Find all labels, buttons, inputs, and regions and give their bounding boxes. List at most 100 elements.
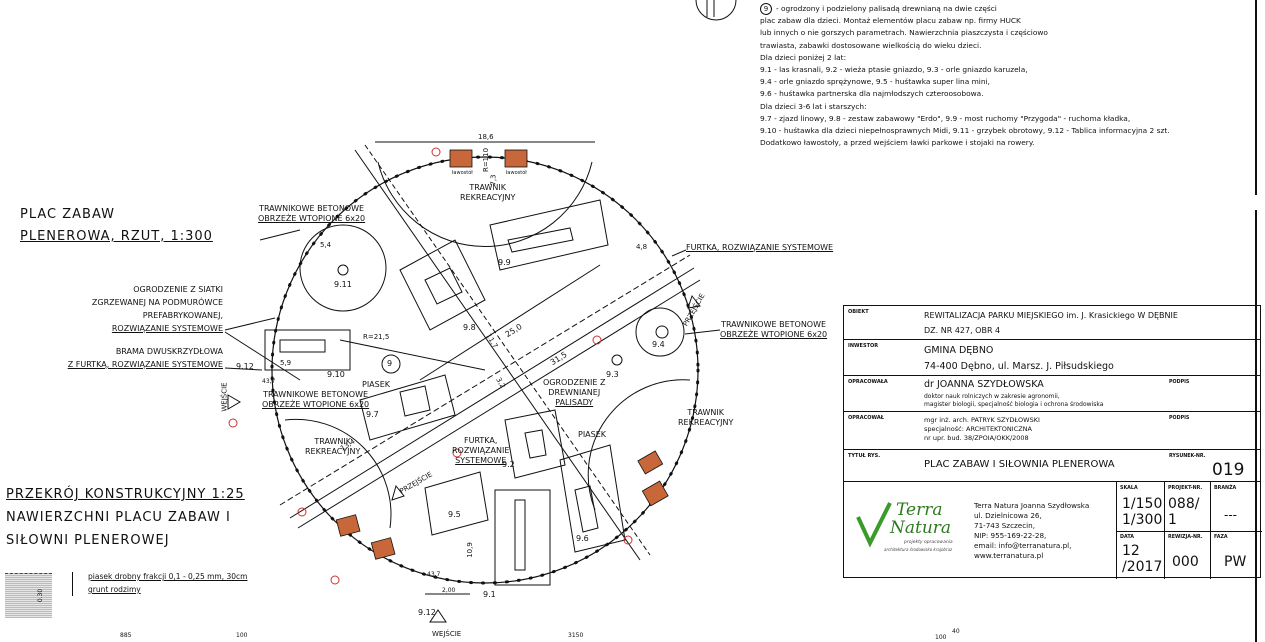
top-lawn-arc <box>377 161 593 247</box>
logo-text-3: projekty opracowania <box>904 540 953 545</box>
dim-r21-5: R=21,5 <box>363 333 390 341</box>
bench-3 <box>335 514 361 537</box>
right-lawn-arc <box>587 379 691 511</box>
tb-drawing-key: TYTUŁ RYS. <box>848 453 881 459</box>
wicket-center-1: FURTKA, <box>463 436 498 445</box>
path-line-2 <box>297 279 701 529</box>
tb-vline-1 <box>1116 482 1117 579</box>
sand-label-2: PIASEK <box>578 430 607 439</box>
tb-date-key: DATA <box>1120 535 1134 540</box>
entrance-center <box>391 484 405 501</box>
gate-label-1: BRAMA DWUSKRZYDŁOWA <box>115 347 223 356</box>
description-note: 9- ogrodzony i podzielony palisadą drewn… <box>760 3 1260 149</box>
zone-9-1-inner <box>514 499 526 571</box>
plan-title-2: PLENEROWA, RZUT, 1:300 <box>20 229 213 244</box>
tb-drawing-title: PLAC ZABAW I SIŁOWNIA PLENEROWA <box>924 459 1115 470</box>
zone-9-9-inner <box>507 227 574 253</box>
item-9-4: 9.4 <box>652 340 665 349</box>
tb-date-2: /2017 <box>1122 559 1163 575</box>
curb-top-label: TRAWNIKOWE BETONOWE OBRZEŻE WTOPIONE 6x2… <box>258 204 365 224</box>
item-9-11-dot <box>337 264 349 276</box>
leader-curb-top <box>259 229 301 241</box>
bench-label-2: ławostół <box>506 170 527 176</box>
bottom-dim-5: 40 <box>952 628 960 635</box>
company-3: 71-743 Szczecin, <box>974 521 1036 530</box>
fence-label-2: ZGRZEWANEJ NA PODMURÓWCE <box>91 298 223 307</box>
palisade-line-2 <box>364 144 651 556</box>
tb-phase: PW <box>1224 554 1247 570</box>
section-leader <box>72 572 73 596</box>
curb-right-1: TRAWNIKOWE BETONOWE <box>721 320 827 329</box>
leader-curb-right <box>684 329 721 335</box>
item-9-2: 9.2 <box>502 460 515 469</box>
logo-text-1: Terra <box>896 500 943 520</box>
note-line-11: Dodatkowo ławostoły, a przed wejściem ła… <box>760 138 1035 148</box>
zone-9-5 <box>424 471 489 536</box>
wicket-center-2: ROZWIĄZANIE <box>452 446 510 455</box>
dim-line-gate-lbl <box>224 367 263 371</box>
palisade-2: DREWNIANEJ <box>548 388 601 397</box>
tb-sign-1: PODPIS <box>1169 380 1190 385</box>
frame-line-bottom-right <box>1255 210 1257 642</box>
item-9-12-left: 9.12 <box>236 362 254 371</box>
tb-branch-key: BRANŻA <box>1214 486 1237 491</box>
lawn-left-2: REKREACYJNY <box>305 447 361 456</box>
bench-6 <box>637 450 664 475</box>
section-layer-2: grunt rodzimy <box>88 585 141 594</box>
tb-coop-3: nr upr. bud. 38/ZPOIA/OKK/2008 <box>924 434 1029 442</box>
tb-hline-1 <box>1116 531 1262 532</box>
marker-1 <box>431 147 441 157</box>
company-4: NIP: 955-169-22-28, <box>974 531 1047 540</box>
company-1: Terra Natura Joanna Szydłowska <box>974 501 1090 510</box>
lawn-right-2: REKREACYJNY <box>678 418 734 427</box>
soil-hatch <box>5 573 52 618</box>
gate-label-2: Z FURTKĄ, ROZWIĄZANIE SYSTEMOWE <box>67 360 223 369</box>
fence-label-1: OGRODZENIE Z SIATKI <box>133 285 223 294</box>
item-9-11: 9.11 <box>334 280 352 289</box>
zone-9-6 <box>559 444 626 553</box>
item-9-3: 9.3 <box>606 370 619 379</box>
dim-7-3: 7,3 <box>489 174 498 186</box>
entrance-left-label: WEJŚCIE <box>220 382 229 412</box>
bench-label-1: ławostół <box>452 170 473 176</box>
note-line-7: 9.6 - huśtawka partnerska dla najmłodszy… <box>760 89 984 99</box>
item-9-10: 9.10 <box>327 370 345 379</box>
tb-vline-2 <box>1164 482 1165 579</box>
dim-line-fence <box>224 317 276 331</box>
lawn-right-1: TRAWNIK <box>687 408 725 417</box>
lawn-right-label: TRAWNIK REKREACYJNY <box>678 408 733 428</box>
zone-number: 9 <box>387 359 393 368</box>
tb-project-2: 1 <box>1168 512 1177 528</box>
note-line-2: lub innych o nie gorszych parametrach. N… <box>760 28 1048 38</box>
dim-r110: R=110 <box>482 147 491 173</box>
item-9-8: 9.8 <box>463 323 476 332</box>
dim-4-8: 4,8 <box>636 243 648 251</box>
entrance-marks <box>227 0 737 623</box>
tb-date-1: 12 <box>1122 543 1140 559</box>
company-5: email: info@terranatura.pl, <box>974 541 1072 550</box>
path-line-1 <box>289 267 695 519</box>
section-title-1: PRZEKRÓJ KONSTRUKCYJNY 1:25 <box>6 487 245 502</box>
zone-9-6-inner <box>574 485 599 533</box>
item-9-12-bottom: 9.12 <box>418 608 436 617</box>
bottom-dim-2: 100 <box>236 632 248 639</box>
tb-sign-2: PODPIS <box>1169 416 1190 421</box>
item-9-9: 9.9 <box>498 258 511 267</box>
zone-9-2-inner <box>524 429 547 459</box>
tb-project-key: PROJEKT-NR. <box>1168 486 1203 491</box>
tb-object-1: REWITALIZACJA PARKU MIEJSKIEGO im. J. Kr… <box>924 311 1178 320</box>
tb-scale-1: 1/150 <box>1122 496 1163 512</box>
note-line-6: 9.4 - orle gniazdo sprężynowe, 9.5 - huś… <box>760 77 990 87</box>
zone-9-8 <box>399 239 486 331</box>
lawn-top-2: REKREACYJNY <box>460 193 516 202</box>
zone-number-circle <box>381 354 401 374</box>
fence-label-3: PREFABRYKOWANEJ, <box>142 311 223 320</box>
note-line-4: Dla dzieci poniżej 2 lat: <box>760 52 847 62</box>
zone-9-2 <box>504 409 566 479</box>
dim-2-00: 2,00 <box>442 587 456 594</box>
leader-wicket-right <box>671 249 687 257</box>
marker-6 <box>623 535 633 545</box>
red-markers <box>228 147 633 585</box>
entrance-right <box>687 294 701 309</box>
entrance-bottom-label: WEJŚCIE <box>432 630 462 638</box>
